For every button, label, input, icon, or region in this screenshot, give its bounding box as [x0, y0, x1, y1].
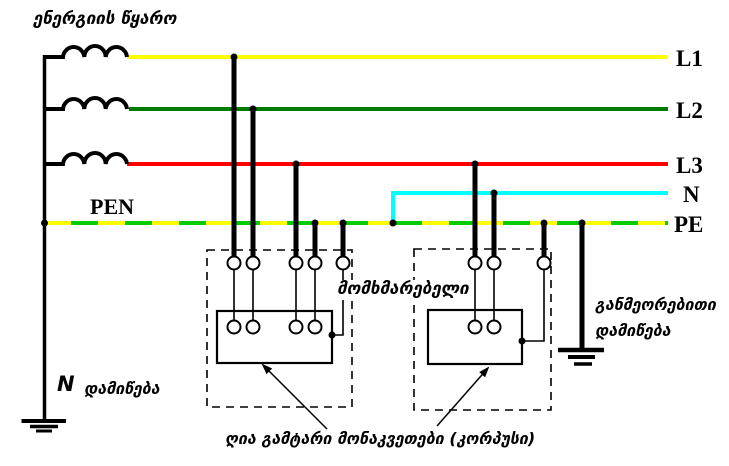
l1-label: L1 — [676, 46, 703, 71]
consumer-2-enclosure — [413, 248, 552, 411]
terminal-circle — [307, 255, 323, 271]
exposed-conductive-parts-label: ღია გამტარი მონაკვეთები (კორპუსი) — [225, 429, 536, 448]
terminal-circle — [307, 319, 323, 335]
service-drops — [231, 57, 547, 257]
terminal-circle — [486, 255, 502, 271]
source-winding-l3 — [44, 151, 129, 166]
repeated-earth-electrode — [558, 347, 604, 366]
junction-dot — [490, 189, 498, 197]
terminal-circle — [226, 319, 242, 335]
junctions — [41, 53, 586, 345]
terminal-circle — [288, 255, 304, 271]
n-grounding-label: დამიწება — [84, 379, 160, 398]
junction-dot — [578, 219, 586, 227]
junction-dot — [518, 337, 526, 345]
consumer-label: მომხმარებელი — [336, 279, 470, 300]
consumer-1-enclosure — [206, 249, 353, 408]
junction-dot — [471, 160, 479, 168]
l3-label: L3 — [676, 153, 703, 178]
junction-dot — [292, 160, 300, 168]
pen-label: PEN — [90, 194, 134, 219]
pointer-to-chassis-1 — [261, 363, 328, 430]
junction-dot — [249, 105, 257, 113]
junction-dot — [311, 219, 319, 227]
junction-dot — [230, 53, 238, 61]
n-earth-electrode — [21, 419, 66, 433]
terminal-circle — [226, 255, 242, 271]
terminal-circle — [467, 319, 483, 335]
repeated-grounding-label: განმეორებითი დამიწება — [595, 295, 716, 340]
n-bus — [391, 191, 668, 221]
terminal-circle — [486, 319, 502, 335]
pe-label: PE — [674, 212, 704, 237]
n-grounding-symbol: N — [57, 372, 75, 396]
junction-dot — [339, 219, 347, 227]
n-label: N — [683, 182, 700, 207]
l2-label: L2 — [676, 98, 703, 123]
pe-to-chassis-2-wire — [522, 270, 545, 342]
terminal-circle — [335, 255, 351, 271]
terminal-circle — [536, 255, 552, 271]
energy-source-label: ენერგიის წყარო — [33, 9, 177, 29]
terminals — [226, 255, 552, 335]
terminal-circle — [245, 319, 261, 335]
terminal-circle — [245, 255, 261, 271]
pointer-to-chassis-2 — [436, 366, 490, 427]
source-winding-l2 — [44, 96, 129, 111]
terminal-circle — [288, 319, 304, 335]
source-winding-l1 — [44, 44, 129, 59]
junction-dot — [41, 219, 48, 227]
junction-dot — [389, 219, 397, 227]
junction-dot — [540, 219, 548, 227]
internal-wiring — [233, 270, 545, 342]
junction-dot — [328, 331, 336, 339]
terminal-circle — [467, 255, 483, 271]
consumer-1-chassis — [215, 309, 334, 365]
